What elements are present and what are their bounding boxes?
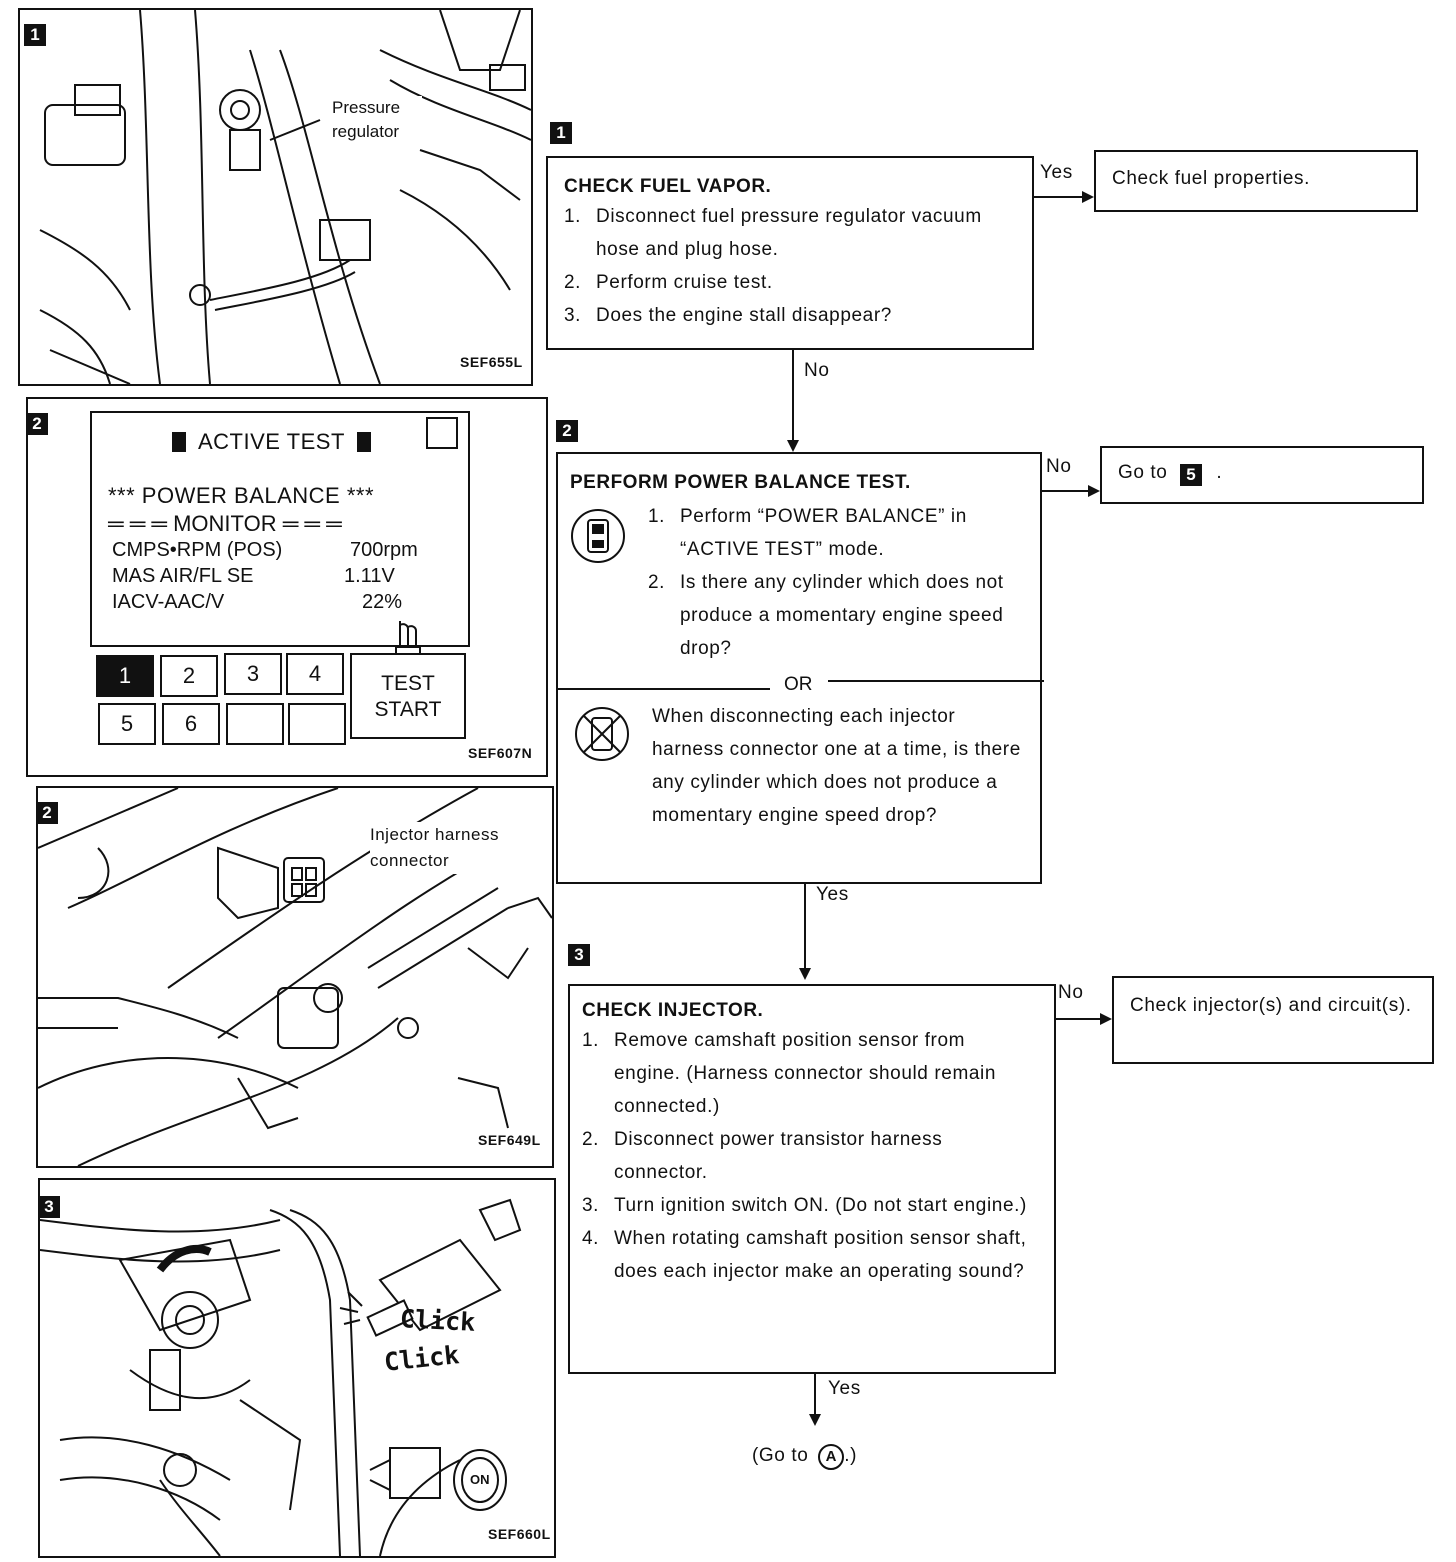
test-start-line-2: START xyxy=(374,698,442,721)
step-3-badge: 3 xyxy=(568,944,590,966)
result-check-injectors: Check injector(s) and circuit(s). xyxy=(1112,976,1434,1064)
connector xyxy=(1034,196,1084,198)
step-3-title: CHECK INJECTOR. xyxy=(582,1000,764,1021)
step-3-list: 1.Remove camshaft position sensor from e… xyxy=(582,1024,1032,1288)
monitor-row: ═ ═ ═ MONITOR ═ ═ ═ xyxy=(108,511,342,536)
consult-display: ACTIVE TEST *** POWER BALANCE *** ═ ═ ═ … xyxy=(90,411,470,647)
step-1-yes-label: Yes xyxy=(1040,162,1073,183)
step-1-item: 2.Perform cruise test. xyxy=(564,272,773,293)
step-3-box: CHECK INJECTOR. 1.Remove camshaft positi… xyxy=(568,984,1056,1374)
engine-illustration-1 xyxy=(39,10,531,384)
step-3-item: 4.When rotating camshaft position sensor… xyxy=(582,1228,1027,1282)
figure-consult-screen: 2 ACTIVE TEST *** POWER BALANCE *** ═ ═ … xyxy=(26,397,548,777)
step-1-badge: 1 xyxy=(550,122,572,144)
consult-tool-icon xyxy=(571,509,625,563)
step-3-no-label: No xyxy=(1058,982,1084,1003)
figure-injector-click: 3 xyxy=(38,1178,556,1558)
result-check-fuel-properties: Check fuel properties. xyxy=(1094,150,1418,212)
step-2-box: PERFORM POWER BALANCE TEST. 1.Perform “P… xyxy=(556,452,1044,884)
step-1-title: CHECK FUEL VAPOR. xyxy=(564,176,772,197)
monitor-value-2: 1.11V xyxy=(344,565,395,587)
connector xyxy=(804,884,806,970)
step-2-item: 2.Is there any cylinder which does not p… xyxy=(648,572,1004,659)
arrow-right-icon xyxy=(1100,1013,1112,1025)
step-2-title: PERFORM POWER BALANCE TEST. xyxy=(570,472,911,493)
figure-badge: 2 xyxy=(38,802,58,824)
step-2-item: 1.Perform “POWER BALANCE” in “ACTIVE TES… xyxy=(648,506,967,560)
connector xyxy=(1042,490,1090,492)
circle-a-icon: A xyxy=(818,1444,845,1470)
step-3-item: 1.Remove camshaft position sensor from e… xyxy=(582,1030,997,1117)
connector xyxy=(792,350,794,440)
blank-key-8[interactable] xyxy=(288,703,346,745)
cylinder-key-1[interactable]: 1 xyxy=(96,655,154,697)
step-2-alt-text: When disconnecting each injector harness… xyxy=(652,706,1021,826)
connector xyxy=(1056,1018,1102,1020)
step-1-box: CHECK FUEL VAPOR. 1.Disconnect fuel pres… xyxy=(546,156,1034,350)
step-2-badge: 2 xyxy=(556,420,578,442)
key-on-label: ON xyxy=(470,1472,490,1487)
callout-injector-harness: Injector harness connector xyxy=(370,822,540,874)
figure-code: SEF660L xyxy=(488,1526,551,1542)
final-go-to-a[interactable]: (Go to A.) xyxy=(752,1444,857,1470)
step-5-badge[interactable]: 5 xyxy=(1179,464,1202,486)
engine-illustration-3 xyxy=(40,1198,522,1556)
final-go-to-text: (Go to xyxy=(752,1445,809,1466)
step-1-no-label: No xyxy=(804,360,830,381)
step-3-item: 3.Turn ignition switch ON. (Do not start… xyxy=(582,1195,1027,1216)
arrow-right-icon xyxy=(1082,191,1094,203)
figure-badge: 1 xyxy=(24,24,46,46)
or-divider-right xyxy=(828,680,1044,682)
callout-pressure-regulator: Pressure regulator xyxy=(332,96,422,144)
figure-code: SEF649L xyxy=(478,1132,541,1148)
test-start-line-1: TEST xyxy=(381,672,435,695)
step-3-item: 2.Disconnect power transistor harness co… xyxy=(582,1129,943,1183)
cylinder-key-3[interactable]: 3 xyxy=(224,653,282,695)
step-2-no-label: No xyxy=(1046,456,1072,477)
step-1-list: 1.Disconnect fuel pressure regulator vac… xyxy=(564,200,1004,332)
or-label: OR xyxy=(784,674,813,695)
or-divider-left xyxy=(558,688,770,690)
figure-pressure-regulator: 1 Pressure regulator xyxy=(18,8,533,386)
arrow-right-icon xyxy=(1088,485,1100,497)
screen-corner-box xyxy=(426,417,458,449)
no-consult-tool-icon xyxy=(575,707,629,761)
step-2-list: 1.Perform “POWER BALANCE” in “ACTIVE TES… xyxy=(648,500,1018,665)
cylinder-key-2[interactable]: 2 xyxy=(160,655,218,697)
figure-code: SEF607N xyxy=(468,745,533,761)
sound-label-1: Click xyxy=(399,1304,476,1337)
go-to-text: Go to xyxy=(1118,462,1168,483)
pointing-finger-icon xyxy=(395,621,421,658)
active-test-header: ACTIVE TEST xyxy=(172,429,371,455)
figure-injector-harness: 2 Injector har xyxy=(36,786,554,1168)
engine-illustration-2 xyxy=(38,788,552,1166)
step-2-yes-label: Yes xyxy=(816,884,849,905)
monitor-label-2: MAS AIR/FL SE xyxy=(112,565,254,587)
arrow-down-icon xyxy=(799,968,811,980)
blank-key-7[interactable] xyxy=(226,703,284,745)
monitor-value-1: 700rpm xyxy=(350,539,418,561)
test-name: *** POWER BALANCE *** xyxy=(108,483,375,508)
connector xyxy=(814,1374,816,1416)
arrow-down-icon xyxy=(809,1414,821,1426)
test-start-button[interactable]: TEST START xyxy=(350,653,466,739)
arrow-down-icon xyxy=(787,440,799,452)
monitor-label-3: IACV-AAC/V xyxy=(112,591,225,613)
cylinder-key-4[interactable]: 4 xyxy=(286,653,344,695)
step-1-item: 3.Does the engine stall disappear? xyxy=(564,305,892,326)
figure-badge: 2 xyxy=(28,413,48,435)
figure-code: SEF655L xyxy=(460,354,523,370)
step-3-yes-label: Yes xyxy=(828,1378,861,1399)
cylinder-key-6[interactable]: 6 xyxy=(162,703,220,745)
step-1-item: 1.Disconnect fuel pressure regulator vac… xyxy=(564,206,982,260)
result-go-to-5: Go to 5 . xyxy=(1100,446,1424,504)
figure-badge: 3 xyxy=(40,1196,60,1218)
cylinder-key-5[interactable]: 5 xyxy=(98,703,156,745)
monitor-label-1: CMPS•RPM (POS) xyxy=(112,539,283,561)
monitor-value-3: 22% xyxy=(362,591,403,613)
